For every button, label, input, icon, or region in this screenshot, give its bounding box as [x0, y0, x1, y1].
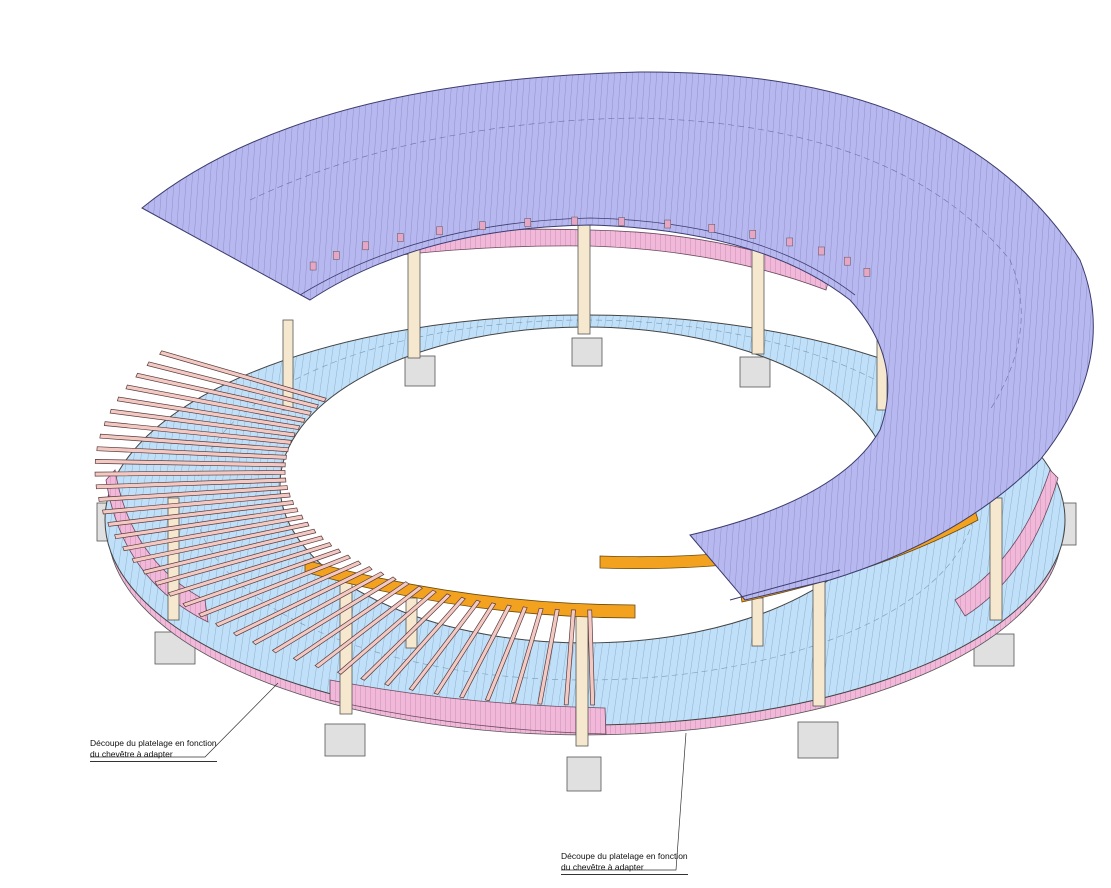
- beam-notch: [786, 237, 793, 247]
- joist: [159, 350, 327, 403]
- beam-notch: [818, 246, 825, 256]
- annotation-line1: Découpe du platelage en fonction: [561, 851, 688, 861]
- beam-notch: [362, 241, 369, 251]
- beam-notch: [844, 256, 851, 266]
- joist: [99, 433, 289, 453]
- joist: [95, 477, 287, 490]
- joist: [102, 492, 291, 515]
- beam-notch: [749, 230, 757, 239]
- upper-deck-ring: [141, 71, 1094, 601]
- beam-notch: [618, 217, 625, 226]
- joist: [109, 408, 296, 438]
- beam-notch: [479, 221, 486, 230]
- beam-notch: [397, 233, 404, 242]
- joist: [314, 585, 424, 669]
- joist: [198, 554, 352, 618]
- joist: [384, 596, 466, 687]
- annotation-deck-cut-left: Découpe du platelage en fonction du chev…: [90, 738, 217, 762]
- beam-notch: [333, 251, 340, 260]
- joist: [336, 589, 437, 675]
- beam-notch: [863, 268, 871, 277]
- beam-notch: [309, 261, 317, 271]
- joist: [408, 599, 481, 691]
- annotation-leaders: [90, 682, 687, 871]
- beam-notch: [571, 216, 578, 226]
- annotation-deck-cut-bottom: Découpe du platelage en fonction du chev…: [561, 851, 688, 875]
- joist: [122, 514, 304, 552]
- joist: [131, 521, 310, 563]
- joist: [251, 571, 385, 646]
- joist: [114, 507, 299, 540]
- joist: [360, 593, 452, 681]
- joist: [107, 500, 295, 527]
- joist: [433, 602, 497, 695]
- beam-notch: [436, 226, 443, 236]
- joist: [182, 548, 342, 608]
- pink-joist-frame: [94, 350, 596, 706]
- joist: [587, 609, 596, 706]
- annotation-line2: du chevêtre à adapter: [561, 862, 688, 875]
- joist: [116, 396, 301, 430]
- joist: [142, 528, 317, 575]
- joist: [510, 607, 544, 704]
- joist: [563, 609, 576, 706]
- beam-notch: [708, 224, 716, 233]
- joist: [135, 372, 312, 416]
- joist: [154, 535, 324, 586]
- joist: [125, 384, 306, 423]
- joist: [94, 470, 286, 477]
- joist: [103, 421, 292, 445]
- joist: [292, 581, 410, 662]
- beam-notch: [664, 219, 671, 229]
- inner-ring-notches: [309, 216, 871, 277]
- joist: [484, 606, 528, 702]
- joist: [232, 566, 373, 637]
- beam-notch: [524, 218, 532, 227]
- joist: [271, 576, 397, 654]
- joist: [214, 560, 362, 628]
- joist: [94, 459, 286, 468]
- joist: [537, 608, 560, 705]
- timber-posts: [167, 221, 1003, 747]
- annotation-line2: du chevêtre à adapter: [90, 749, 217, 762]
- joist: [459, 604, 512, 699]
- joist: [96, 446, 287, 460]
- joist: [146, 361, 319, 409]
- annotation-line1: Découpe du platelage en fonction: [90, 738, 217, 748]
- joist: [167, 542, 333, 597]
- joist: [98, 485, 289, 502]
